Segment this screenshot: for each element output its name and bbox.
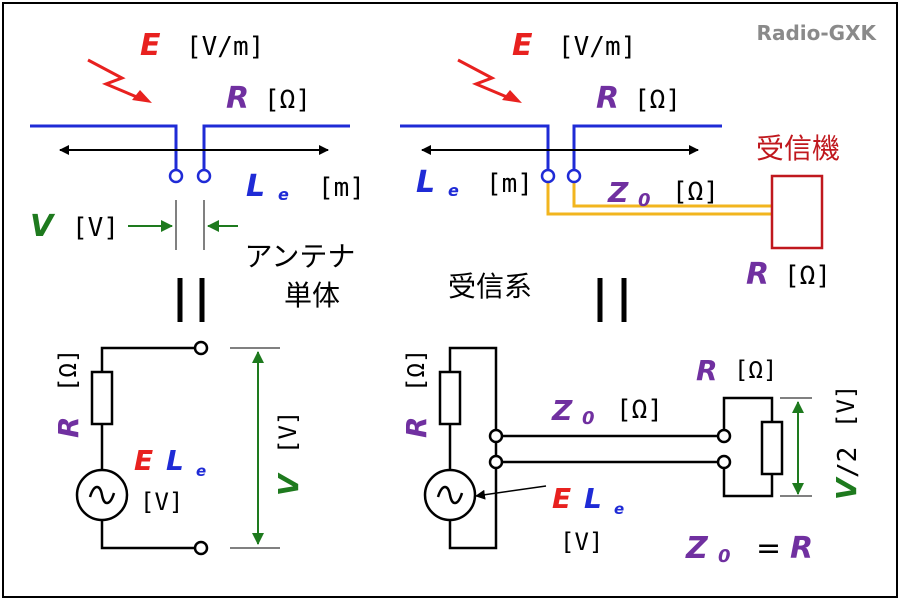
right-equals-sign: [597, 278, 627, 322]
line-terminal: [488, 428, 504, 444]
receiver-resistance-symbol: R: [746, 257, 769, 292]
impedance-symbol: Z: [607, 176, 629, 209]
resistor: [438, 370, 462, 426]
line-impedance-unit: [Ω]: [616, 395, 663, 425]
voltage-symbol: V: [30, 209, 56, 244]
feeder-line: [546, 182, 772, 216]
resistance-unit: [Ω]: [264, 85, 311, 115]
effective-length-symbol: L: [246, 169, 265, 204]
effective-length-unit: [m]: [318, 173, 365, 203]
field-unit: [V/m]: [558, 32, 636, 62]
matching-R: R: [790, 531, 813, 566]
matching-equals: =: [756, 531, 781, 566]
effective-length-symbol: L: [416, 165, 435, 200]
feed-terminal: [566, 168, 582, 184]
effective-length-sub: e: [448, 181, 459, 200]
effective-length-sub: e: [278, 185, 289, 204]
line-terminal: [716, 454, 732, 470]
line-terminal: [488, 454, 504, 470]
load-resistance-symbol: R: [696, 354, 718, 387]
half-voltage-fraction: /2: [833, 447, 863, 478]
voltage-label-rotated: V [V]: [272, 411, 305, 496]
output-terminal: [193, 340, 209, 356]
output-terminal: [193, 540, 209, 556]
emf-symbol-L: L: [166, 444, 184, 477]
resistance-symbol: R: [400, 416, 433, 438]
impedance-unit: [Ω]: [672, 177, 719, 207]
line-impedance-sub: 0: [582, 408, 595, 429]
receiving-system-label: 受信系: [448, 270, 532, 303]
feeder-line: [572, 182, 772, 208]
feed-terminal: [540, 168, 556, 184]
matching-Z-sub: 0: [718, 546, 731, 567]
resistance-symbol: R: [596, 81, 619, 116]
receiver-resistance-unit: [Ω]: [784, 261, 831, 291]
voltage-unit: [V]: [274, 411, 302, 454]
watermark: Radio-GXK: [757, 21, 878, 45]
emf-unit: [V]: [560, 528, 603, 556]
voltage-unit: [V]: [72, 213, 119, 243]
emf-symbol-E: E: [134, 444, 153, 477]
load-resistor: [760, 420, 784, 476]
left-antenna: E [V/m] R [Ω] L e [m] V [V] アンテナ 単体: [30, 28, 365, 312]
half-voltage-symbol: V: [830, 476, 863, 500]
circuit-wire: [100, 346, 201, 550]
field-arrowhead-icon: [132, 90, 152, 103]
field-symbol: E: [140, 28, 161, 63]
dipole-element: [30, 124, 350, 170]
half-voltage-label-rotated: V /2 [V]: [830, 385, 863, 500]
circuit-wire: [448, 346, 498, 550]
field-wave-icon: [87, 58, 145, 102]
field-unit: [V/m]: [186, 32, 264, 62]
line-impedance-symbol: Z: [551, 394, 573, 427]
dipole-element: [400, 124, 722, 170]
emf-symbol-sub: e: [196, 462, 206, 480]
receiver-label: 受信機: [756, 132, 840, 165]
load-resistance-unit: [Ω]: [734, 356, 777, 384]
feed-terminal: [168, 168, 184, 184]
field-arrowhead-icon: [502, 90, 522, 103]
resistance-unit: [Ω]: [54, 349, 82, 392]
emf-symbol-E: E: [552, 482, 571, 515]
resistance-unit: [Ω]: [402, 349, 430, 392]
voltage-symbol: V: [272, 472, 305, 496]
matching-Z: Z: [685, 531, 709, 566]
emf-symbol-L: L: [584, 482, 602, 515]
field-symbol: E: [512, 28, 533, 63]
receiver-box: [770, 174, 824, 250]
effective-length-unit: [m]: [486, 169, 533, 199]
field-wave-icon: [457, 58, 515, 102]
sine-wave-icon: [88, 485, 116, 505]
line-terminal: [716, 428, 732, 444]
resistance-label-rotated: R [Ω]: [52, 349, 85, 438]
half-voltage-unit: [V]: [832, 385, 860, 428]
feed-terminal: [196, 168, 212, 184]
resistance-symbol: R: [52, 416, 85, 438]
resistance-symbol: R: [226, 81, 249, 116]
sine-wave-icon: [436, 485, 464, 505]
right-equivalent-circuit: R [Ω] Z 0 [Ω] R [Ω] E L e [V] V /2 [V] Z…: [400, 346, 863, 567]
resistance-label-rotated: R [Ω]: [400, 349, 433, 438]
impedance-sub: 0: [638, 190, 651, 211]
resistance-unit: [Ω]: [634, 85, 681, 115]
resistor: [90, 370, 114, 426]
emf-symbol-sub: e: [614, 500, 624, 518]
emf-unit: [V]: [140, 488, 183, 516]
left-equals-sign: [177, 278, 205, 322]
load-wire: [722, 396, 774, 498]
left-equivalent-circuit: R [Ω] E L e [V] V [V]: [52, 340, 305, 556]
antenna-single-label-line2: 単体: [284, 279, 340, 312]
right-receiving-system: E [V/m] R [Ω] L e [m] Z 0 [Ω] 受信機 R [Ω] …: [400, 28, 840, 303]
emf-pointer-arrow: [475, 485, 547, 500]
antenna-single-label-line1: アンテナ: [245, 240, 356, 273]
